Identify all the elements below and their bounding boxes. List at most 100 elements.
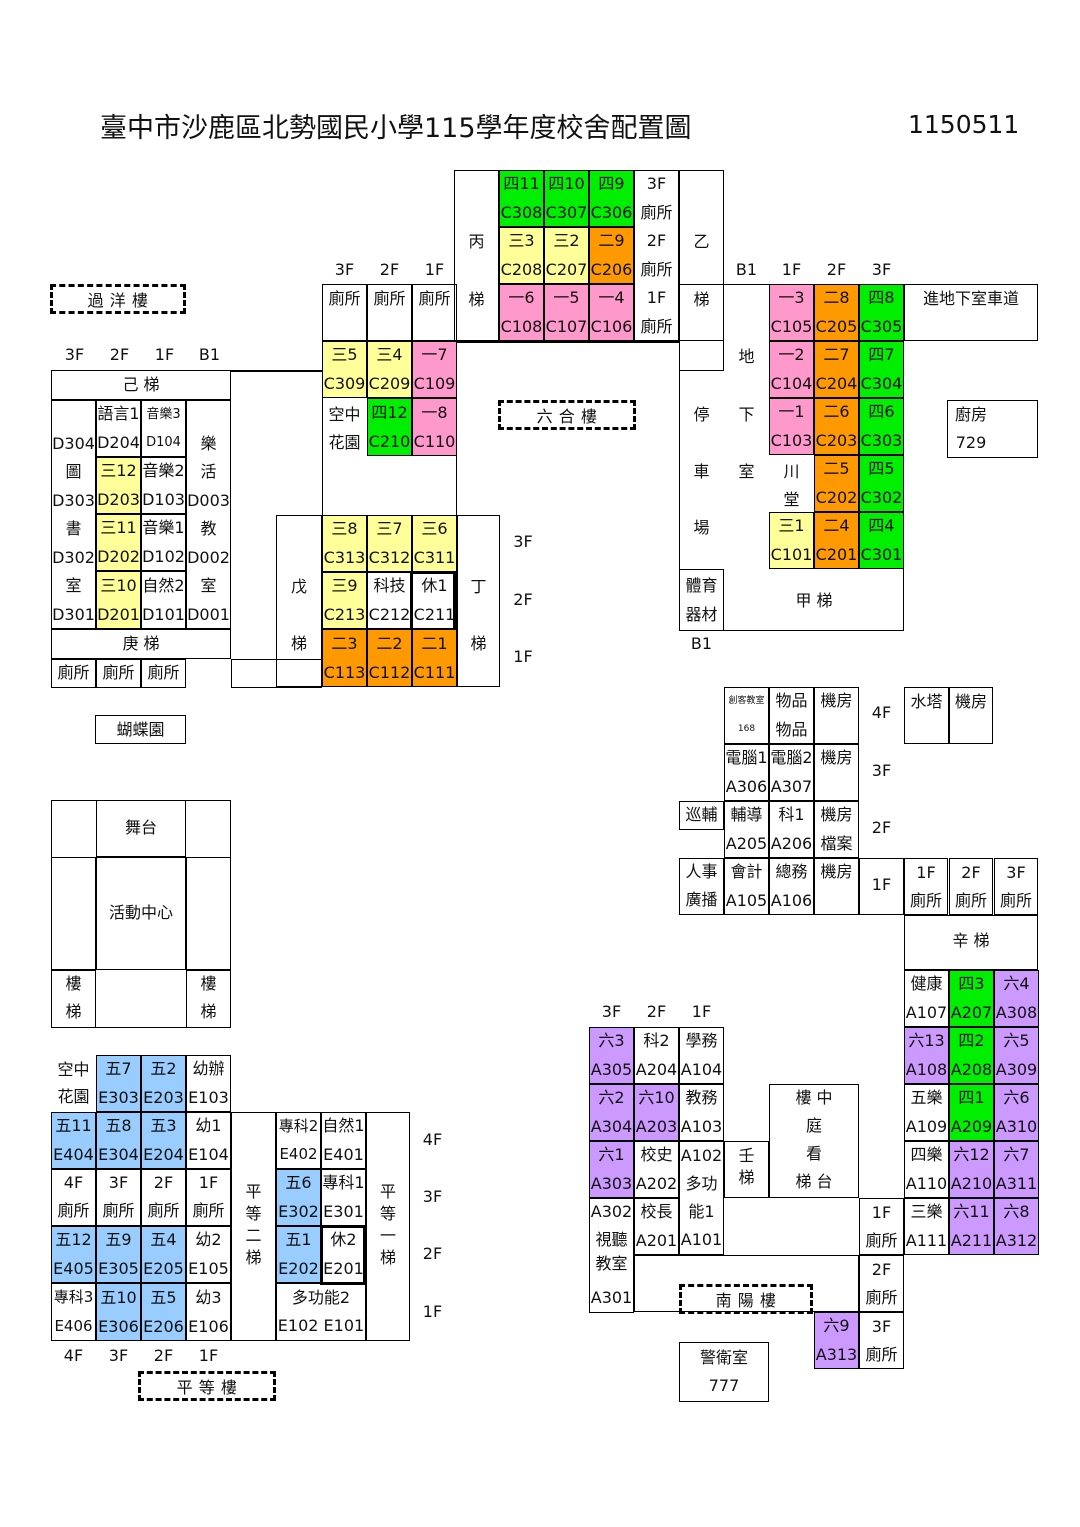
room-name: 三5 [322, 341, 367, 370]
room-code: E303 [96, 1083, 141, 1112]
stair-label: 梯 [738, 1168, 755, 1187]
room-name: 四4 [859, 512, 904, 541]
room-code: E205 [141, 1254, 186, 1283]
room-code: A111 [905, 1230, 948, 1250]
room-code: D304 [52, 434, 95, 453]
archive-room: 檔案 [820, 834, 853, 853]
room-code: A202 [635, 1173, 678, 1193]
stair-jia: 甲 梯 [795, 591, 833, 610]
sky-garden: 花園 [328, 433, 361, 452]
sky-garden: 空中 [328, 405, 361, 424]
machine-room: 機房 [820, 862, 853, 881]
room-code: A201 [635, 1230, 678, 1250]
room-code: C110 [412, 427, 457, 456]
room-name: 電腦1 [725, 748, 768, 768]
room-name: 三樂 [910, 1202, 943, 1222]
room-name: 六11 [949, 1198, 994, 1227]
toilet-label: 廁所 [640, 260, 673, 279]
room-name: 科1 [778, 805, 805, 825]
garage-ramp [904, 284, 1038, 341]
room-code: A102 [680, 1146, 723, 1165]
room-cell [51, 1112, 96, 1169]
floor-label: 1F [871, 875, 892, 894]
room-name: 科2 [643, 1031, 670, 1051]
room-name: 六1 [589, 1141, 634, 1170]
room-code: D003 [187, 491, 230, 510]
stair-xin [904, 915, 1038, 970]
water-tower-label: 水塔 [910, 692, 943, 711]
room-name: 一7 [412, 341, 457, 370]
room-code: C312 [367, 543, 412, 572]
room-code: D002 [187, 548, 230, 567]
room-cell [96, 571, 141, 629]
room-cell [367, 572, 412, 629]
room-code: C108 [499, 312, 544, 341]
room-code: A207 [949, 998, 994, 1027]
toilet-cell [949, 858, 993, 915]
room-code: A210 [949, 1169, 994, 1198]
activity-center-label: 活動中心 [108, 903, 173, 922]
room-cell [141, 1226, 186, 1283]
room-cell [96, 1055, 141, 1112]
room-code: A305 [589, 1055, 634, 1084]
room-name: 四5 [859, 455, 904, 484]
room-cell [322, 572, 367, 629]
room-name: 校史 [640, 1145, 673, 1165]
floor-label: 1F [198, 1346, 219, 1365]
room-code: E201 [323, 1258, 364, 1278]
room-cell [589, 1084, 634, 1141]
room-cell [276, 1112, 321, 1169]
room-name: 音樂3 [146, 406, 181, 422]
stair-label: 丙 [468, 232, 485, 251]
label-chuan: 川 [783, 462, 800, 481]
room-code: C213 [322, 600, 367, 629]
floor-label: 3F [334, 260, 355, 279]
floor-label: B1 [735, 260, 758, 279]
room-name: 四8 [859, 284, 904, 313]
courtyard-label: 梯 台 [795, 1172, 833, 1191]
toilet-label: 廁所 [640, 317, 673, 336]
toilet-label: 廁所 [57, 663, 90, 682]
room-cell [724, 801, 769, 858]
room-name: 三4 [367, 341, 412, 370]
multi-purpose-1 [679, 1141, 724, 1255]
stair-label: 己 梯 [122, 375, 160, 394]
room-code: C308 [499, 198, 544, 227]
floor-label: 2F [961, 863, 981, 882]
guard-label: 警衛室 [699, 1348, 748, 1367]
room-name: 五5 [141, 1283, 186, 1312]
room-cell [904, 1141, 949, 1198]
room-name: 自然2 [142, 575, 185, 595]
stair-label: 梯 [468, 290, 485, 309]
room-cell [814, 687, 859, 744]
room-cell [276, 1226, 321, 1283]
stair-label: 平 [379, 1182, 396, 1201]
label-underground: 室 [738, 462, 755, 481]
room-name: 專科3 [53, 1288, 94, 1306]
room-code: D102 [142, 546, 185, 566]
courtyard-stand [769, 1084, 859, 1198]
toilet-cell [96, 1169, 141, 1226]
toilet-label: 廁所 [418, 289, 451, 308]
sky-garden: 花園 [57, 1087, 90, 1106]
floor-label: 1F [691, 1002, 712, 1021]
room-code: A104 [680, 1059, 723, 1079]
room-name: 六9 [814, 1312, 859, 1341]
room-name: 幼辦 [192, 1059, 225, 1079]
room-code: C101 [769, 540, 814, 569]
room-name: 二5 [814, 455, 859, 484]
room-code: E206 [141, 1312, 186, 1341]
room-cell [949, 1084, 994, 1141]
water-tower [904, 687, 949, 744]
stair-ji [51, 370, 231, 400]
room-cell [186, 1226, 231, 1283]
stair-label: 梯 [290, 634, 307, 653]
kitchen-number: 729 [955, 433, 987, 452]
floor-label: 1F [781, 260, 802, 279]
floor-label: 2F [871, 818, 892, 837]
floor-label: 1F [154, 345, 175, 364]
room-code: A312 [994, 1226, 1039, 1255]
stair-geng [51, 629, 231, 659]
room-code: 物品 [775, 719, 808, 739]
activity-room-label: 活 [200, 462, 217, 481]
